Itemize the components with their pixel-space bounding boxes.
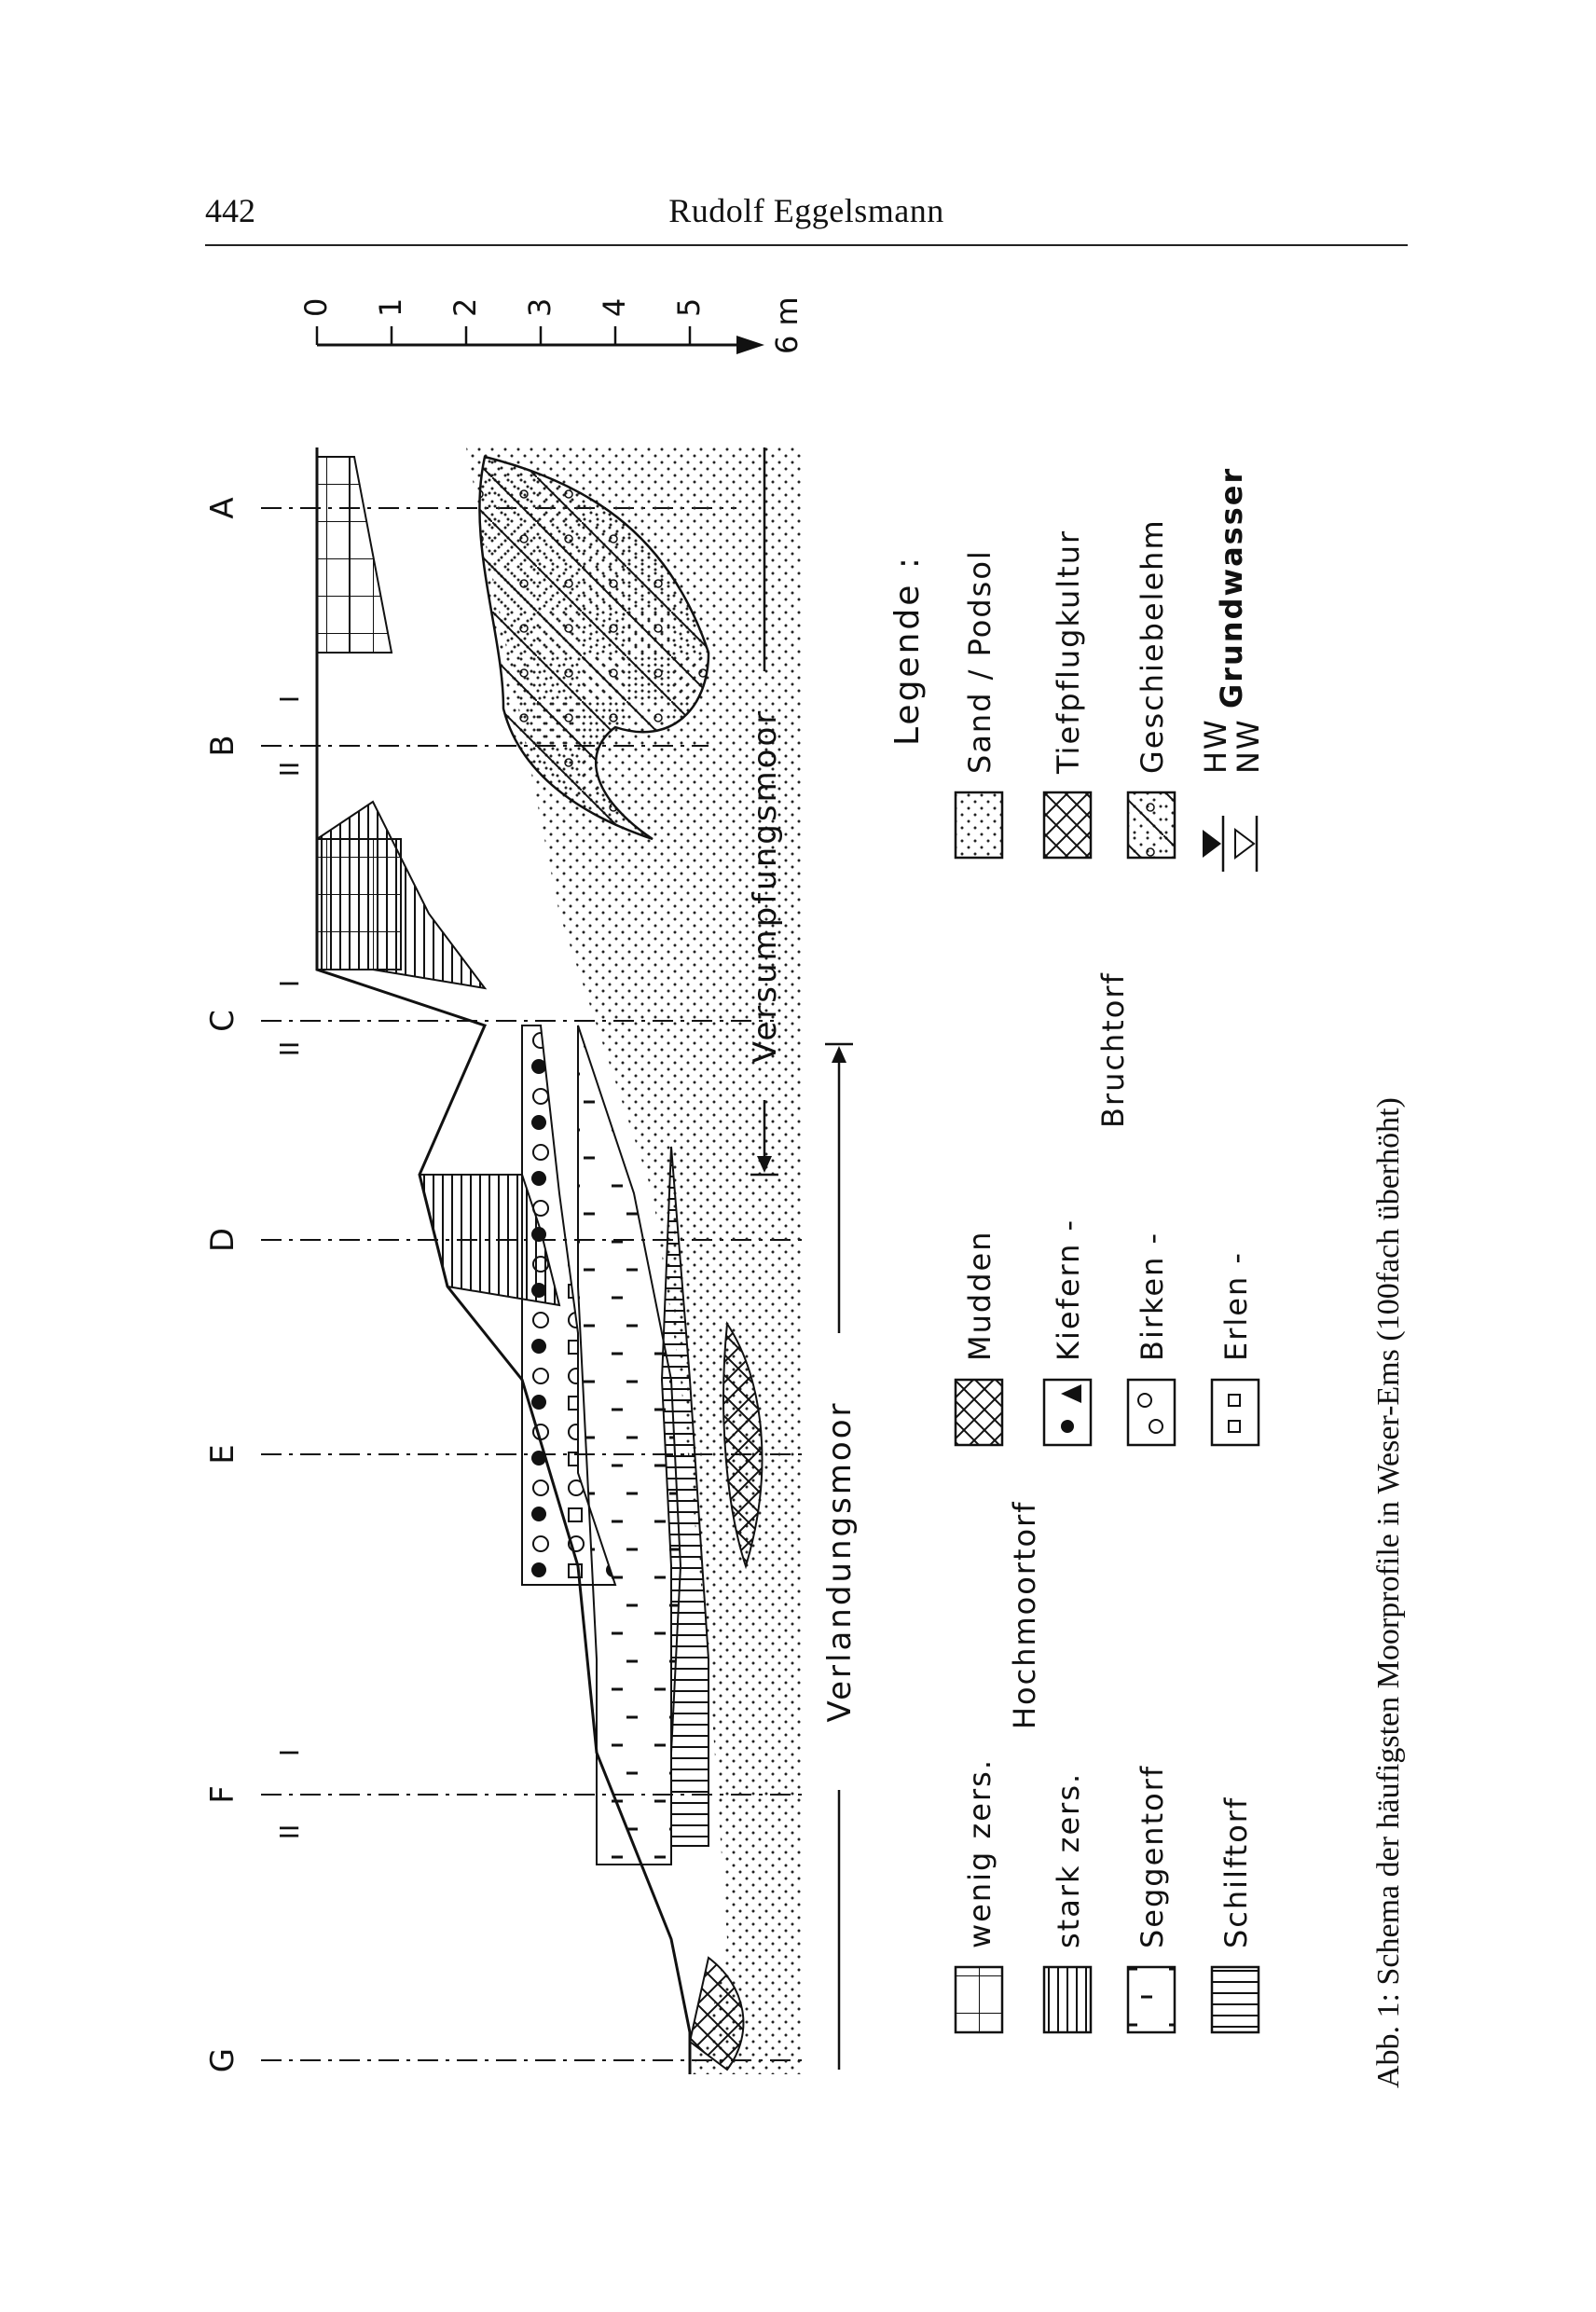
running-head: Rudolf Eggelsmann bbox=[668, 192, 944, 229]
legend-label-bruchtorf: Bruchtorf bbox=[1095, 971, 1131, 1128]
legend-swatch-birken bbox=[1126, 1378, 1176, 1447]
legend-swatch-stark bbox=[1042, 1965, 1093, 2034]
legend-label-kiefern: Kiefern - bbox=[1051, 1218, 1086, 1361]
profile-label-b-sub-i: I bbox=[274, 695, 305, 703]
legend-swatch-erlen bbox=[1210, 1378, 1260, 1447]
profile-label-c-sub-i: I bbox=[274, 980, 305, 987]
legend-swatch-kiefern bbox=[1042, 1378, 1093, 1447]
profile-label-f-sub-ii: II bbox=[274, 1824, 305, 1840]
legend-label-grundwasser: Grundwasser bbox=[1214, 467, 1249, 709]
legend-label-stark: stark zers. bbox=[1051, 1772, 1086, 1948]
terrain-surface bbox=[315, 447, 692, 2074]
verlandungsmoor-label: Verlandungsmoor bbox=[821, 1400, 859, 1722]
header-rule bbox=[205, 244, 1408, 246]
scale-end-label: 6 m bbox=[769, 296, 805, 354]
profile-labels: A B II I C II I D E F II I G bbox=[204, 497, 305, 2072]
legend-label-hw: HW bbox=[1198, 718, 1233, 774]
legend-label-birken: Birken - bbox=[1135, 1232, 1170, 1361]
legend-swatch-tiefpflug bbox=[1042, 791, 1093, 860]
profile-label-c: C bbox=[204, 1010, 241, 1032]
profile-label-f: F bbox=[204, 1785, 241, 1804]
profile-label-a: A bbox=[204, 497, 241, 518]
legend-swatch-sand bbox=[954, 791, 1004, 860]
legend-swatch-seggentorf bbox=[1126, 1965, 1176, 2034]
legend-swatch-mudden bbox=[954, 1378, 1004, 1447]
bruchtorf-layer bbox=[521, 1025, 617, 1586]
hochmoortorf-wenig-layer-a bbox=[316, 456, 393, 654]
mudden-lens-e bbox=[722, 1321, 764, 1570]
legend-label-erlen: Erlen - bbox=[1218, 1251, 1254, 1361]
legend-swatch-geschiebelehm bbox=[1126, 791, 1176, 860]
versumpfungsmoor-range: Versumpfungsmoor bbox=[747, 447, 784, 1177]
profile-label-f-sub-i: I bbox=[274, 1749, 305, 1756]
page-number: 442 bbox=[205, 192, 255, 229]
hochmoortorf-wenig-layer bbox=[316, 838, 402, 970]
profile-label-e: E bbox=[204, 1444, 241, 1464]
hw-marker-icon bbox=[1203, 830, 1221, 858]
profile-label-d: D bbox=[204, 1228, 241, 1252]
legend-label-tiefpflug: Tiefpflugkultur bbox=[1051, 530, 1086, 775]
nw-marker-icon bbox=[1234, 828, 1256, 860]
legend-label-geschiebelehm: Geschiebelehm bbox=[1135, 518, 1170, 774]
legend-label-hochmoortorf: Hochmoortorf bbox=[1007, 1500, 1042, 1729]
scale-tick-3: 3 bbox=[522, 298, 557, 317]
schilftorf-layer bbox=[660, 1146, 709, 1847]
geschiebelehm-lens bbox=[478, 455, 710, 841]
scale-tick-0: 0 bbox=[298, 298, 334, 317]
profile-label-b: B bbox=[204, 735, 241, 756]
seggentorf-layer bbox=[577, 1025, 682, 1865]
scale-tick-2: 2 bbox=[447, 298, 483, 317]
legend-label-nw: NW bbox=[1231, 718, 1266, 774]
legend-label-mudden: Mudden bbox=[962, 1231, 998, 1361]
legend-label-seggentorf: Seggentorf bbox=[1135, 1765, 1170, 1948]
versumpfungsmoor-label: Versumpfungsmoor bbox=[747, 709, 784, 1064]
legend: Legende : wenig zers. stark zers. Hochmo… bbox=[888, 467, 1266, 2034]
legend-swatch-schilftorf bbox=[1210, 1965, 1260, 2034]
sand-layer bbox=[466, 447, 802, 2074]
profile-label-b-sub-ii: II bbox=[274, 762, 305, 778]
profile-label-c-sub-ii: II bbox=[274, 1041, 305, 1057]
legend-label-sand: Sand / Podsol bbox=[962, 549, 998, 774]
legend-title: Legende : bbox=[888, 555, 927, 746]
mudden-lens-g bbox=[688, 1956, 745, 2071]
profile-label-g: G bbox=[204, 2048, 241, 2072]
scale-tick-4: 4 bbox=[597, 298, 632, 317]
legend-label-wenig: wenig zers. bbox=[962, 1758, 998, 1948]
scale-tick-5: 5 bbox=[671, 298, 707, 317]
depth-scale: 0 1 2 3 4 5 6 m bbox=[298, 296, 805, 354]
legend-swatch-wenig bbox=[954, 1965, 1004, 2034]
legend-label-schilftorf: Schilftorf bbox=[1218, 1796, 1254, 1948]
scale-tick-1: 1 bbox=[373, 298, 408, 317]
figure-caption: Abb. 1: Schema der häufigsten Moorprofil… bbox=[1371, 1097, 1406, 2088]
verlandungsmoor-range: Verlandungsmoor bbox=[821, 1042, 859, 2070]
page-header: 442 Rudolf Eggelsmann bbox=[205, 191, 1408, 243]
